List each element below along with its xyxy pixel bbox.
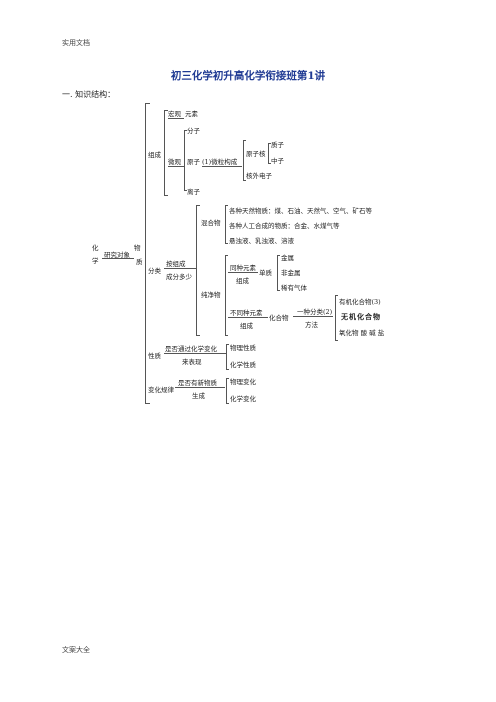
mixture-bracket [225,205,226,243]
neutron-label: 中子 [271,157,284,165]
show-change-sub: 来表现 [182,358,202,366]
change-rule-label: 变化规律 [148,386,174,394]
macro-label: 宏观 [168,110,181,118]
same-element-label: 同种元素 [230,264,256,272]
mixture-item-solutions: 悬浊液、乳浊液、溶液 [229,237,294,245]
ion-label: 离子 [187,188,200,196]
nucleus-bracket [268,143,269,163]
mixture-item-natural: 各种天然物质：煤、石油、天然气、空气、矿石等 [229,207,372,215]
physical-property-label: 物理性质 [230,344,256,352]
same-element-sub: 组成 [236,277,249,285]
simple-substance-bracket [277,255,278,290]
new-matter-label: 是否有新物质 [178,379,217,387]
classification-bracket [196,205,197,335]
nucleus-label: 原子核 [246,150,266,158]
proton-label: 质子 [271,141,284,149]
chemical-property-label: 化学性质 [230,361,256,369]
root-label-bottom: 学 [92,257,99,265]
property-bracket [226,344,227,369]
main-bracket [145,103,146,403]
classification-label: 分类 [148,267,161,275]
pure-bracket [225,255,226,335]
nonmetal-label: 非金属 [281,269,301,277]
diff-element-sub: 组成 [240,322,253,330]
mixture-label: 混合物 [201,219,221,227]
section-heading: 一. 知识结构： [62,90,116,99]
atom-label: 原子 [187,158,200,166]
atom-bracket [243,140,244,180]
chemical-change-label: 化学变化 [230,395,256,403]
compound-bracket [335,295,336,340]
mixture-item-synthetic: 各种人工合成的物质：合金、水煤气等 [229,222,340,230]
component-count-label: 成分多少 [166,273,192,281]
organic-compound-label: 有机化合物(3) [339,298,381,306]
molecule-label: 分子 [187,127,200,135]
page-footer: 文案大全 [62,646,90,654]
classification-arrow [164,268,196,269]
oxide-acid-base-salt-label: 氧化物 酸 碱 盐 [339,329,385,337]
composition-label: 组成 [148,151,161,159]
research-object-arrow [102,258,134,259]
research-object-label: 研究对象 [104,251,130,259]
method-label: 方法 [305,321,318,329]
new-matter-sub: 生成 [192,392,205,400]
composition-bracket [164,110,165,195]
page-title: 初三化学初升高化学衔接班第1讲 [170,70,326,82]
root-label-top: 化 [92,244,99,252]
inorganic-compound-label: 无机化合物 [341,312,381,321]
property-label: 性质 [148,352,161,360]
electron-label: 核外电子 [246,172,272,180]
matter-label-bottom: 质 [136,258,143,266]
diff-element-label: 不同种元素 [230,309,263,317]
matter-label-top: 物 [134,244,141,252]
micro-bracket [184,130,185,190]
page-header: 实用文档 [62,39,90,47]
micro-label: 微观 [168,158,181,166]
noble-gas-label: 稀有气体 [281,284,307,292]
micro-structure-label: (1)微粒构成 [202,158,238,166]
physical-change-label: 物理变化 [230,378,256,386]
property-arrow [164,353,226,354]
by-composition-label: 按组成 [166,260,186,268]
simple-substance-label: 单质 [259,269,272,277]
change-rule-arrow [175,387,225,388]
change-rule-bracket [226,378,227,403]
metal-label: 金属 [281,254,294,262]
element-label: 元素 [185,110,198,118]
one-way-label: 一种分类(2) [297,308,333,316]
show-change-label: 是否通过化学变化 [165,345,217,353]
pure-substance-label: 纯净物 [201,291,221,299]
compound-label: 化合物 [269,314,289,322]
